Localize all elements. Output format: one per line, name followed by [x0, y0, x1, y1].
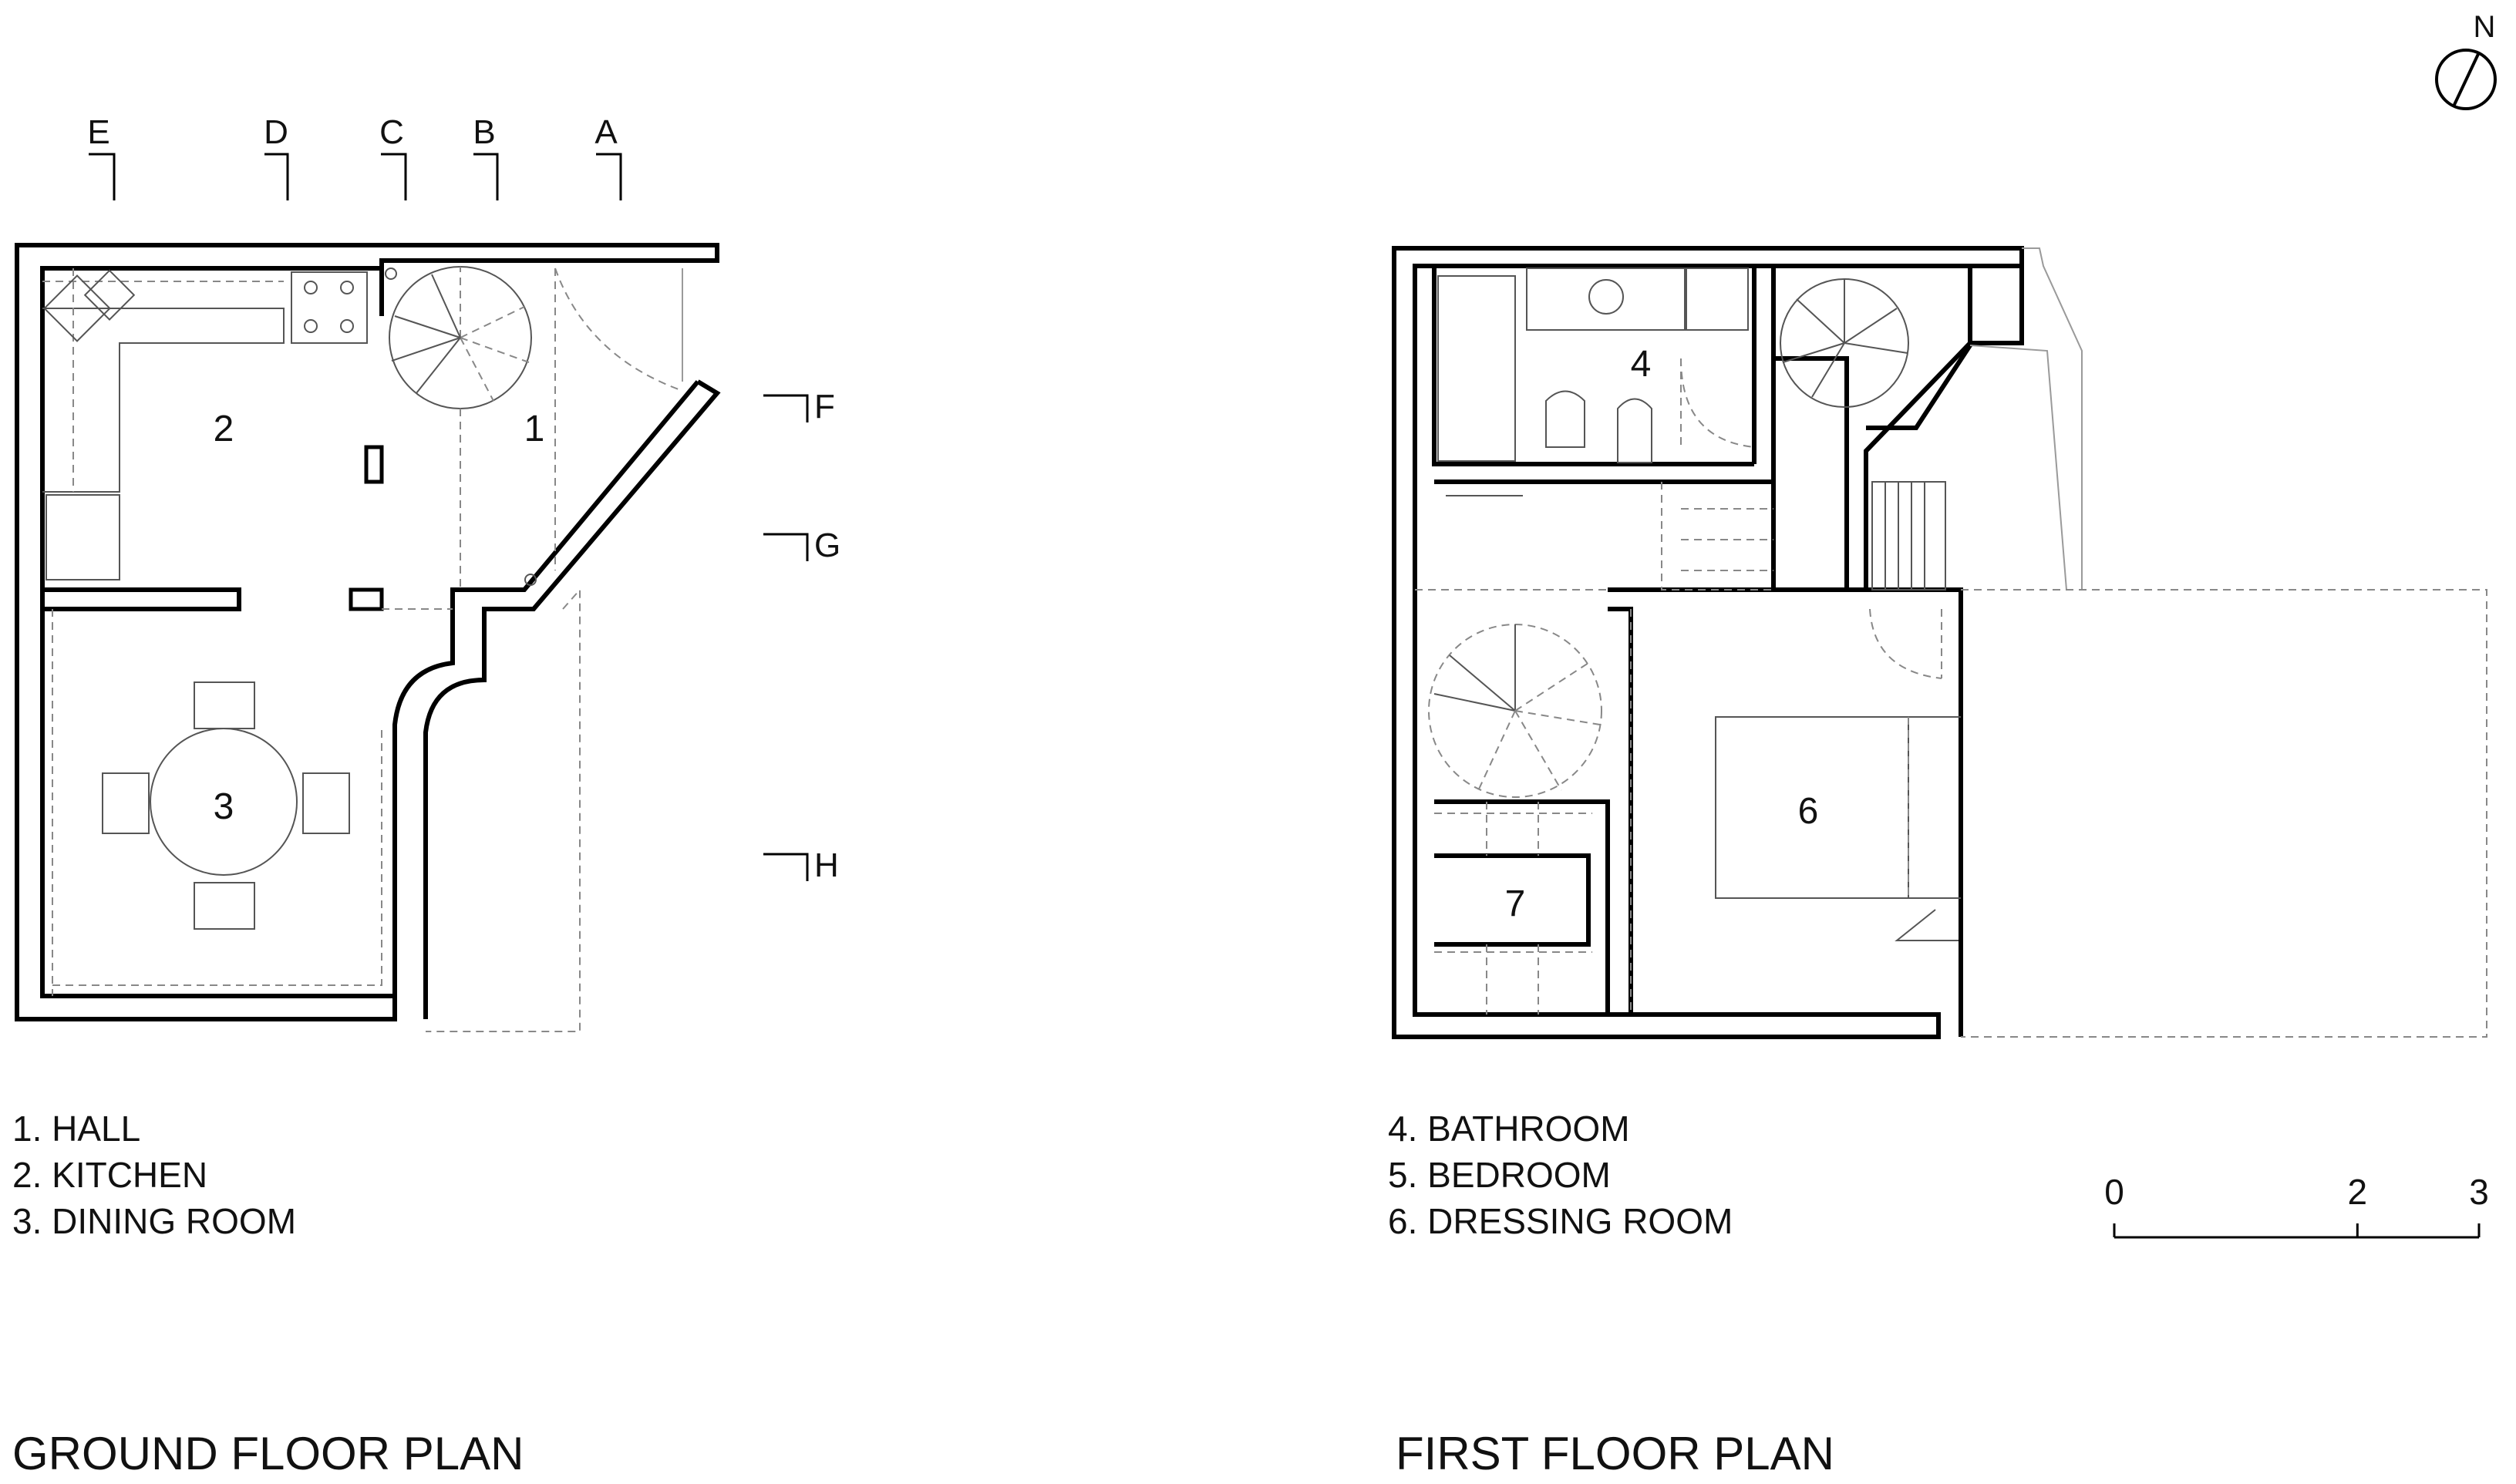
room-number-dressing: 7 — [1505, 883, 1526, 924]
bathroom-door-swing — [1680, 358, 1755, 448]
svg-text:F: F — [814, 388, 835, 426]
scale-bar-tick-label: 2 — [2348, 1172, 2368, 1212]
legend-item: 1. HALL — [12, 1109, 140, 1149]
ground-floor-legend: 1. HALL 2. KITCHEN 3. DINING ROOM — [12, 1109, 296, 1241]
bed — [1715, 716, 1909, 899]
washbasin — [1588, 279, 1624, 315]
section-marker-h: H — [763, 846, 839, 884]
section-marker-d: D — [264, 113, 289, 200]
north-label: N — [2474, 10, 2496, 44]
svg-text:B: B — [473, 113, 495, 151]
room-number-bathroom: 4 — [1631, 344, 1652, 385]
first-floor-outer-wall — [1392, 246, 2024, 1039]
dining-rug-outline — [52, 609, 382, 996]
ground-floor-diagonal-wall — [423, 379, 721, 1019]
ground-floor-hall-wall — [392, 380, 700, 996]
toilet — [1545, 390, 1585, 448]
scale-bar: 0 2 3 — [2104, 1172, 2489, 1239]
room-number-hall: 1 — [524, 409, 545, 449]
section-marker-a: A — [594, 113, 622, 200]
kitchen-fridge — [45, 494, 120, 580]
north-arrow-circle — [2435, 49, 2497, 110]
dining-table — [102, 681, 350, 930]
vanity-counter — [1526, 268, 1686, 331]
bathroom-wall — [1432, 266, 1754, 466]
section-marker-e: E — [87, 113, 116, 200]
bidet — [1617, 398, 1652, 463]
kitchen-dining-wall — [42, 587, 241, 611]
first-floor-spiral-stair — [1428, 624, 1602, 798]
first-floor-diagonal-wall — [1866, 266, 1972, 430]
room-number-kitchen: 2 — [214, 409, 234, 449]
section-markers-side: F G H — [763, 388, 840, 884]
scale-bar-tick-label: 0 — [2104, 1172, 2124, 1212]
legend-item: 6. DRESSING ROOM — [1388, 1201, 1733, 1241]
dressing-partition — [1608, 607, 1633, 1015]
first-floor-plan: 4 6 7 — [1392, 246, 2487, 1039]
room-number-bedroom: 6 — [1798, 791, 1819, 832]
first-floor-legend: 4. BATHROOM 5. BEDROOM 6. DRESSING ROOM — [1388, 1109, 1733, 1241]
straight-stair — [1871, 481, 1946, 591]
north-arrow-needle — [2452, 52, 2481, 107]
svg-text:D: D — [264, 113, 288, 151]
dressing-cabinets — [1434, 802, 1592, 1015]
svg-text:H: H — [814, 846, 839, 884]
legend-item: 2. KITCHEN — [12, 1155, 207, 1195]
section-markers-top: E D C B A — [87, 113, 622, 200]
room-7-box — [1434, 853, 1591, 947]
bedroom-door-swing — [1869, 608, 1942, 679]
room-number-dining: 3 — [214, 786, 234, 827]
first-floor-title: FIRST FLOOR PLAN — [1396, 1428, 1834, 1479]
legend-item: 4. BATHROOM — [1388, 1109, 1630, 1149]
terrace-outline — [2022, 247, 2083, 590]
wardrobe-door — [1895, 909, 1959, 941]
partition-column — [364, 445, 384, 484]
section-marker-b: B — [473, 113, 499, 200]
svg-text:E: E — [87, 113, 109, 151]
first-floor-stair-top — [1780, 278, 1909, 408]
ground-floor-plan: 1 2 3 — [15, 243, 721, 1032]
stair-void-outline — [1661, 482, 1773, 591]
ground-floor-title: GROUND FLOOR PLAN — [12, 1428, 524, 1479]
svg-text:G: G — [814, 527, 840, 564]
section-marker-f: F — [763, 388, 835, 426]
kitchen-counter — [42, 308, 285, 493]
ground-floor-spiral-stair — [389, 266, 532, 590]
svg-text:A: A — [594, 113, 618, 151]
exterior-outline — [426, 587, 581, 1032]
scale-bar-tick-label: 3 — [2469, 1172, 2489, 1212]
legend-item: 5. BEDROOM — [1388, 1155, 1611, 1195]
north-arrow: N — [2435, 10, 2497, 110]
bathtub — [1437, 275, 1516, 462]
section-marker-g: G — [763, 527, 840, 564]
hall-door-swing — [554, 268, 679, 390]
terrace-below-outline — [1961, 589, 2487, 1038]
dressing-room-wall — [1434, 799, 1610, 1015]
wall-stub — [349, 587, 384, 611]
kitchen-hob — [291, 271, 368, 344]
kitchen-sink — [43, 269, 136, 342]
legend-item: 3. DINING ROOM — [12, 1201, 296, 1241]
ground-floor-outer-wall — [15, 243, 719, 1021]
svg-text:C: C — [379, 113, 404, 151]
section-marker-c: C — [379, 113, 407, 200]
